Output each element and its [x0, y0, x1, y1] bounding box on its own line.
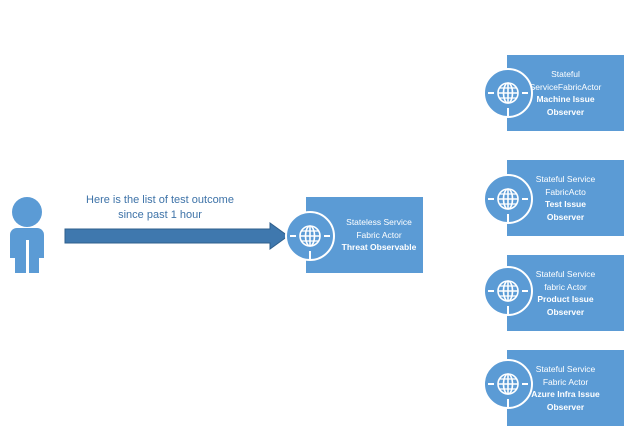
observer-box-test: Stateful Service FabricActo Test Issue O… — [507, 160, 624, 236]
observer-node-icon-machine — [483, 68, 533, 118]
observable-line-1: Stateless Service — [346, 217, 412, 228]
globe-network-icon — [488, 280, 528, 314]
observer-line-1: Stateful Service — [535, 174, 596, 184]
globe-network-icon — [488, 82, 528, 116]
person-leg-left — [15, 255, 26, 273]
caption-line-1: Here is the list of test outcome — [86, 194, 234, 206]
observer-line-1: Stateful — [551, 69, 580, 79]
person-head — [12, 197, 42, 227]
observable-node-icon — [285, 211, 335, 261]
person-leg-gap — [25, 240, 29, 273]
arrow-right-icon — [64, 222, 289, 250]
observer-title-2: Observer — [546, 211, 585, 222]
observer-node-icon-test — [483, 174, 533, 224]
observable-line-2: Fabric Actor — [356, 229, 402, 240]
globe-network-icon — [488, 373, 528, 407]
person-leg-right — [28, 255, 39, 273]
observer-node-icon-product — [483, 266, 533, 316]
observable-title: Threat Observable — [341, 242, 417, 253]
observer-title-1: Azure Infra Issue — [531, 389, 600, 399]
observer-line-2: Fabric Actor — [542, 376, 589, 387]
globe-network-icon — [488, 188, 528, 222]
observer-title-1: Test Issue — [545, 199, 586, 209]
observer-line-2: fabric Actor — [544, 281, 587, 292]
arrow-caption: Here is the list of test outcome since p… — [70, 193, 250, 223]
observer-line-2: FabricActo — [545, 186, 586, 197]
globe-network-icon — [290, 225, 330, 259]
observable-box: Stateless Service Fabric Actor Threat Ob… — [306, 197, 423, 273]
observer-node-icon-azure-infra — [483, 359, 533, 409]
observer-line-1: Stateful Service — [535, 269, 596, 279]
observer-title-1: Product Issue — [537, 294, 594, 304]
observer-title-2: Observer — [546, 106, 585, 117]
observer-line-1: Stateful Service — [535, 364, 596, 374]
observer-title-1: Machine Issue — [536, 94, 595, 104]
arrow-shape — [64, 222, 289, 250]
caption-line-2: since past 1 hour — [118, 209, 202, 221]
observer-line-2: ServiceFabricActor — [529, 81, 602, 92]
observer-title-2: Observer — [546, 306, 585, 317]
observer-title-2: Observer — [546, 401, 585, 412]
